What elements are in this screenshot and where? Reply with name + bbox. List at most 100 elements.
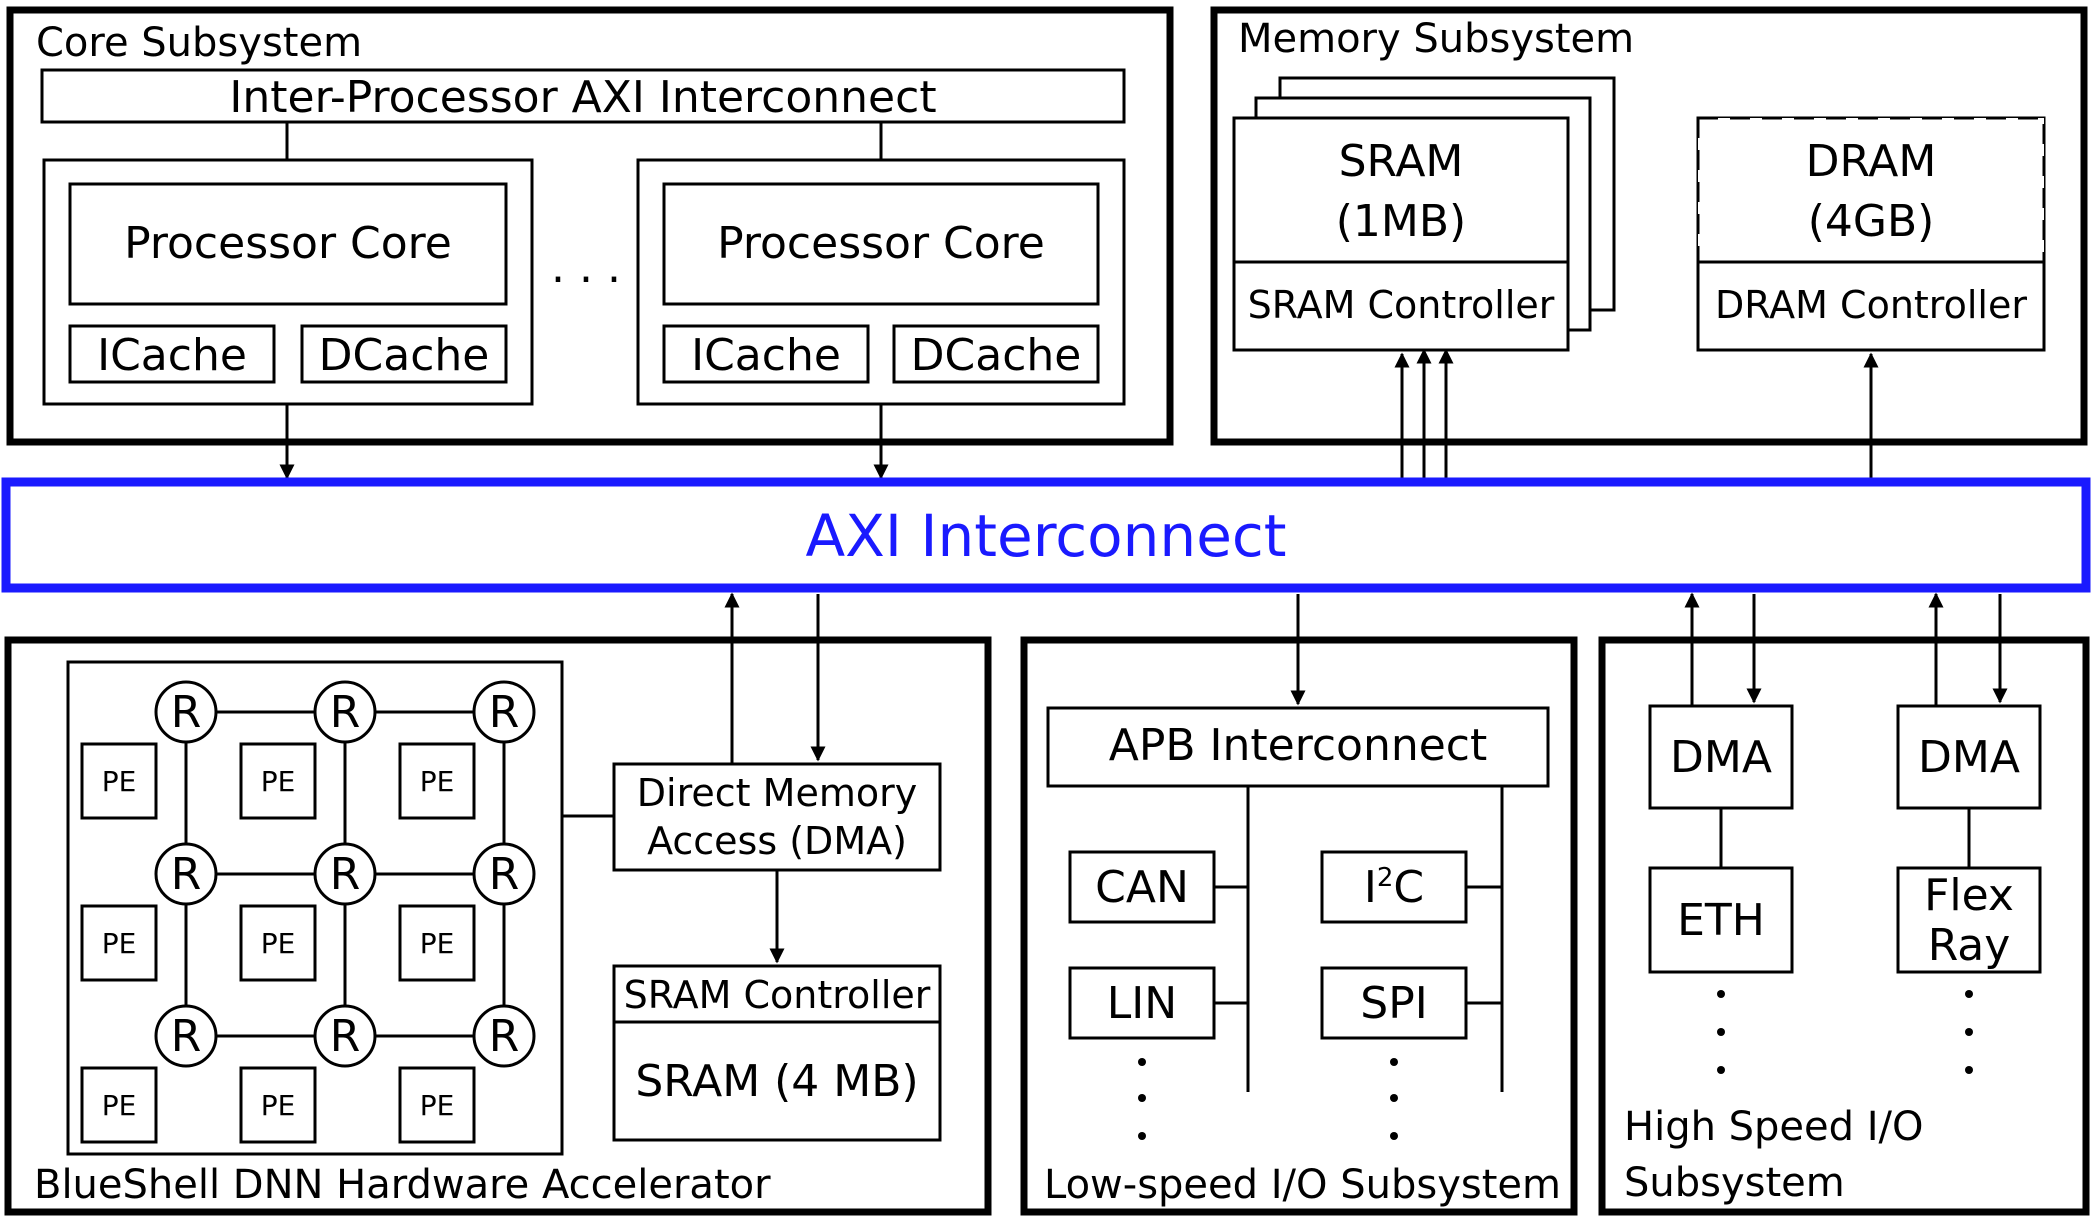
apb-interconnect-label: APB Interconnect [1109, 720, 1488, 771]
router-label: R [330, 1011, 361, 1062]
dcache-right-label: DCache [911, 330, 1082, 381]
flexray-block [1896, 866, 2042, 974]
i2c-label-prefix: I [1364, 862, 1377, 913]
pe-label: PE [261, 1089, 296, 1122]
router-node [472, 1004, 536, 1068]
pe-label: PE [420, 1089, 455, 1122]
accel-sram-label: SRAM (4 MB) [635, 1056, 918, 1107]
router-node [313, 1004, 377, 1068]
icache-left [68, 324, 276, 384]
eth-label: ETH [1677, 895, 1765, 946]
pe-label: PE [102, 1089, 137, 1122]
dcache-right [892, 324, 1100, 384]
accel-sram-block [612, 964, 942, 1142]
pe-label: PE [102, 765, 137, 798]
ellipsis-dot [1965, 1028, 1973, 1036]
ellipsis-dot [1390, 1094, 1398, 1102]
ellipsis-dot [1138, 1132, 1146, 1140]
router-label: R [489, 1011, 520, 1062]
eth-block [1648, 866, 1794, 974]
pe-block [239, 742, 317, 820]
router-label: R [171, 1011, 202, 1062]
pe-label: PE [420, 927, 455, 960]
memory-subsystem-title: Memory Subsystem [1238, 16, 1634, 62]
pe-block [239, 904, 317, 982]
flexray-label-line1: Flex [1924, 870, 2014, 921]
icache-right-label: ICache [691, 330, 841, 381]
processing-elements: PE PE PE PE PE PE PE PE PE [80, 742, 476, 1144]
pe-label: PE [261, 765, 296, 798]
ellipsis-dot [1138, 1058, 1146, 1066]
ellipsis-dot [1717, 990, 1725, 998]
can-label: CAN [1095, 862, 1189, 913]
spi-label: SPI [1360, 978, 1427, 1029]
dnn-accelerator-title: BlueShell DNN Hardware Accelerator [34, 1162, 771, 1208]
pe-block [239, 1066, 317, 1144]
pe-label: PE [261, 927, 296, 960]
accel-dma-label-line2: Access (DMA) [647, 819, 907, 863]
axi-interconnect-label: AXI Interconnect [805, 502, 1286, 570]
accel-sram-controller-label: SRAM Controller [624, 973, 931, 1017]
highspeed-io-title-line2: Subsystem [1624, 1160, 1845, 1206]
pe-block [80, 742, 158, 820]
accel-dma-label-line1: Direct Memory [637, 771, 917, 815]
router-label: R [171, 687, 202, 738]
dnn-accelerator-subsystem: BlueShell DNN Hardware Accelerator R R [4, 592, 992, 1216]
router-node [313, 680, 377, 744]
router-node [154, 842, 218, 906]
apb-interconnect-bar [1046, 706, 1550, 788]
flexray-label-line2: Ray [1928, 920, 2011, 971]
processor-core-right-label: Processor Core [717, 218, 1045, 269]
router-label: R [330, 687, 361, 738]
icache-right [662, 324, 870, 384]
processor-core-right [662, 182, 1100, 306]
pe-block [398, 904, 476, 982]
processor-core-left [68, 182, 508, 306]
axi-interconnect-bar [1, 477, 2091, 593]
ellipsis-dot [1138, 1094, 1146, 1102]
core-subsystem-box [6, 6, 1174, 446]
pe-block [80, 904, 158, 982]
pe-label: PE [102, 927, 137, 960]
memory-subsystem-box [1210, 6, 2088, 446]
pe-block [398, 742, 476, 820]
noc-routers: R R R R R R R R R [154, 680, 536, 1068]
router-node [472, 680, 536, 744]
ellipsis-dot [1390, 1058, 1398, 1066]
pe-label: PE [420, 765, 455, 798]
memory-subsystem: Memory Subsystem SRAM (1MB) SRAM Control… [1210, 6, 2088, 480]
dcache-left-label: DCache [319, 330, 490, 381]
sram-1mb-label-line2: (1MB) [1336, 196, 1466, 247]
eth-dma-label: DMA [1670, 732, 1772, 783]
sram-controller-label: SRAM Controller [1248, 283, 1555, 327]
dnn-accelerator-box [4, 636, 992, 1216]
dram-4gb-label-line1: DRAM [1806, 136, 1937, 187]
router-label: R [330, 849, 361, 900]
i2c-label: I2C [1364, 862, 1424, 913]
ellipsis-dot [1717, 1028, 1725, 1036]
lowspeed-io-title: Low-speed I/O Subsystem [1044, 1162, 1561, 1208]
highspeed-more-dots [1717, 990, 1973, 1074]
icache-left-label: ICache [97, 330, 247, 381]
ellipsis-dot [1390, 1132, 1398, 1140]
pe-block [80, 1066, 158, 1144]
dram-4gb-label-line2: (4GB) [1808, 196, 1935, 247]
router-node [154, 680, 218, 744]
dram-dashed-region [1696, 116, 2046, 264]
axi-interconnect: AXI Interconnect [1, 477, 2091, 593]
router-node [154, 1004, 218, 1068]
router-label: R [171, 849, 202, 900]
dcache-left [300, 324, 508, 384]
highspeed-io-title-line1: High Speed I/O [1624, 1104, 1924, 1150]
sram-1mb-box [1232, 116, 1570, 352]
pe-block [398, 1066, 476, 1144]
dram-controller-label: DRAM Controller [1715, 283, 2027, 327]
lowspeed-more-dots [1138, 1058, 1398, 1140]
processor-core-left-label: Processor Core [124, 218, 452, 269]
lin-label: LIN [1107, 978, 1177, 1029]
core-subsystem: Core Subsystem Inter-Processor AXI Inter… [6, 6, 1174, 480]
core-ellipsis: . . . [551, 242, 621, 293]
sram-1mb-label-line1: SRAM [1339, 136, 1464, 187]
lowspeed-io-subsystem: Low-speed I/O Subsystem APB Interconnect… [1020, 594, 1578, 1216]
